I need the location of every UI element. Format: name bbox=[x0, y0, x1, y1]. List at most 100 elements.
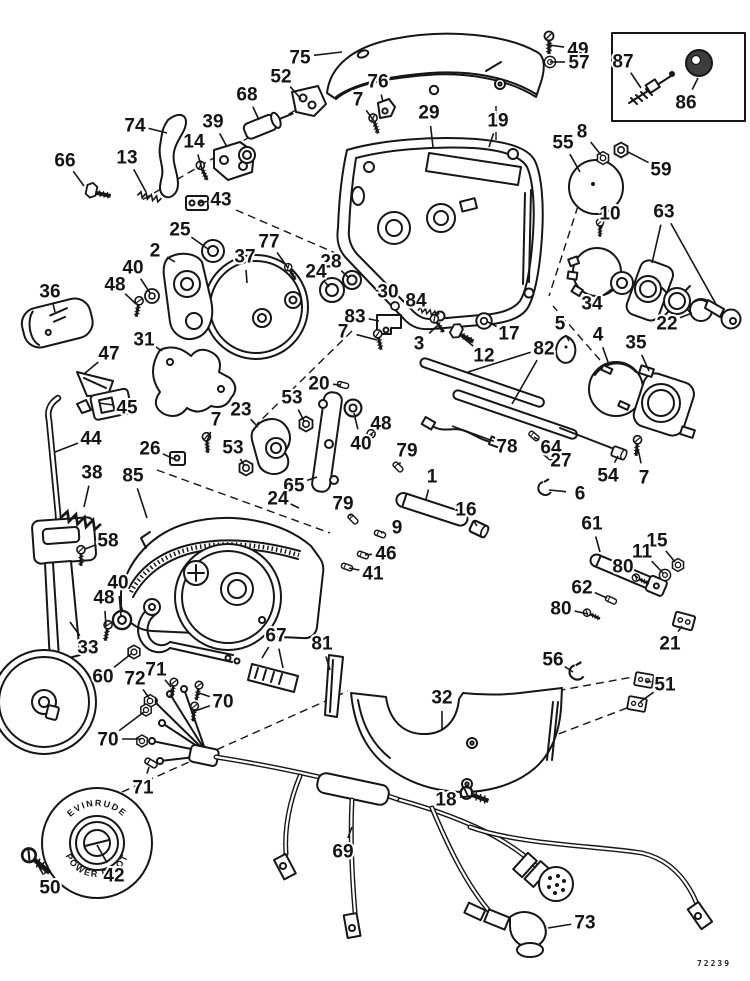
callout-21: 21 bbox=[659, 634, 681, 655]
part-pin bbox=[346, 512, 360, 526]
callout-13: 13 bbox=[116, 148, 137, 169]
part-screw bbox=[130, 294, 146, 319]
part-block bbox=[633, 671, 655, 689]
callout-31: 31 bbox=[133, 330, 155, 351]
callout-86: 86 bbox=[675, 93, 696, 114]
callout-11: 11 bbox=[632, 542, 653, 563]
callout-62: 62 bbox=[571, 578, 592, 599]
part-screw bbox=[200, 430, 214, 455]
part-warning-horn bbox=[555, 335, 696, 439]
part-throttle-cables bbox=[419, 357, 626, 455]
part-ball bbox=[390, 301, 400, 311]
part-screw bbox=[187, 700, 201, 724]
callout-17: 17 bbox=[498, 324, 519, 345]
part-nut bbox=[136, 734, 148, 748]
callout-77: 77 bbox=[258, 232, 279, 253]
callout-18: 18 bbox=[435, 790, 456, 811]
part-washer bbox=[111, 609, 133, 631]
callout-43: 43 bbox=[210, 190, 231, 211]
callout-4: 4 bbox=[593, 325, 604, 346]
callout-36: 36 bbox=[39, 282, 60, 303]
callout-33: 33 bbox=[77, 638, 98, 659]
callout-72: 72 bbox=[124, 669, 145, 690]
part-nut bbox=[127, 644, 141, 660]
part-solenoid-cluster bbox=[158, 85, 327, 211]
part-decal: EVINRUDE POWER PILOT bbox=[41, 787, 153, 899]
callout-22: 22 bbox=[656, 314, 677, 335]
callout-23: 23 bbox=[230, 400, 251, 421]
callout-70: 70 bbox=[212, 692, 233, 713]
callout-9: 9 bbox=[392, 518, 403, 539]
part-knob bbox=[609, 445, 629, 462]
callout-27: 27 bbox=[550, 451, 571, 472]
part-screw bbox=[99, 618, 115, 643]
callout-38: 38 bbox=[81, 463, 102, 484]
part-screw bbox=[542, 29, 556, 56]
callout-42: 42 bbox=[103, 866, 124, 887]
callout-6: 6 bbox=[575, 484, 586, 505]
callout-54: 54 bbox=[597, 466, 619, 487]
part-nut bbox=[613, 141, 629, 159]
callout-40: 40 bbox=[122, 258, 143, 279]
drawing-number: 72239 bbox=[697, 959, 731, 968]
part-handle-assembly bbox=[0, 516, 97, 755]
callout-79: 79 bbox=[396, 441, 417, 462]
part-pin bbox=[143, 756, 159, 770]
callout-10: 10 bbox=[599, 204, 620, 225]
callout-28: 28 bbox=[320, 252, 341, 273]
callout-37: 37 bbox=[234, 247, 255, 268]
callout-65: 65 bbox=[283, 476, 305, 497]
part-screw bbox=[193, 158, 213, 184]
callout-79: 79 bbox=[332, 494, 353, 515]
callout-71: 71 bbox=[132, 778, 154, 799]
callout-1: 1 bbox=[427, 467, 438, 488]
part-cover-plate bbox=[120, 517, 344, 718]
callout-59: 59 bbox=[650, 160, 671, 181]
callout-40: 40 bbox=[107, 573, 128, 594]
part-cable-clamp bbox=[377, 98, 396, 119]
part-lockout-knob bbox=[20, 297, 133, 548]
callout-60: 60 bbox=[92, 667, 113, 688]
callout-85: 85 bbox=[122, 466, 144, 487]
callout-41: 41 bbox=[362, 564, 384, 585]
callout-26: 26 bbox=[139, 439, 160, 460]
callout-70: 70 bbox=[97, 730, 118, 751]
part-key-switch-assembly bbox=[566, 159, 742, 330]
part-pin bbox=[340, 561, 354, 573]
callout-44: 44 bbox=[80, 429, 102, 450]
callout-56: 56 bbox=[542, 650, 563, 671]
callout-25: 25 bbox=[169, 220, 191, 241]
callout-40: 40 bbox=[350, 434, 371, 455]
part-clip bbox=[537, 478, 552, 497]
callout-73: 73 bbox=[574, 913, 595, 934]
callout-35: 35 bbox=[625, 333, 647, 354]
callout-51: 51 bbox=[654, 675, 676, 696]
callout-45: 45 bbox=[116, 398, 138, 419]
callout-74: 74 bbox=[124, 116, 146, 137]
callout-8: 8 bbox=[577, 122, 588, 143]
part-pin bbox=[604, 594, 618, 606]
callout-80: 80 bbox=[550, 599, 571, 620]
part-washer bbox=[144, 288, 160, 304]
callout-53: 53 bbox=[281, 388, 302, 409]
callout-63: 63 bbox=[653, 202, 674, 223]
callout-83: 83 bbox=[344, 307, 365, 328]
callout-67: 67 bbox=[265, 626, 286, 647]
part-screw bbox=[580, 606, 603, 624]
callout-64: 64 bbox=[540, 438, 562, 459]
callout-3: 3 bbox=[414, 334, 425, 355]
callout-7: 7 bbox=[639, 468, 650, 489]
part-top-cover bbox=[326, 32, 545, 100]
callout-53: 53 bbox=[222, 438, 243, 459]
part-block bbox=[671, 610, 697, 632]
callout-24: 24 bbox=[267, 489, 289, 510]
part-throttle-linkage bbox=[169, 391, 343, 493]
part-knob bbox=[467, 518, 491, 540]
callout-69: 69 bbox=[332, 842, 353, 863]
callout-34: 34 bbox=[581, 294, 603, 315]
part-pin bbox=[391, 460, 405, 474]
callout-82: 82 bbox=[533, 339, 554, 360]
part-screw bbox=[166, 676, 180, 700]
callout-49: 49 bbox=[567, 40, 588, 61]
